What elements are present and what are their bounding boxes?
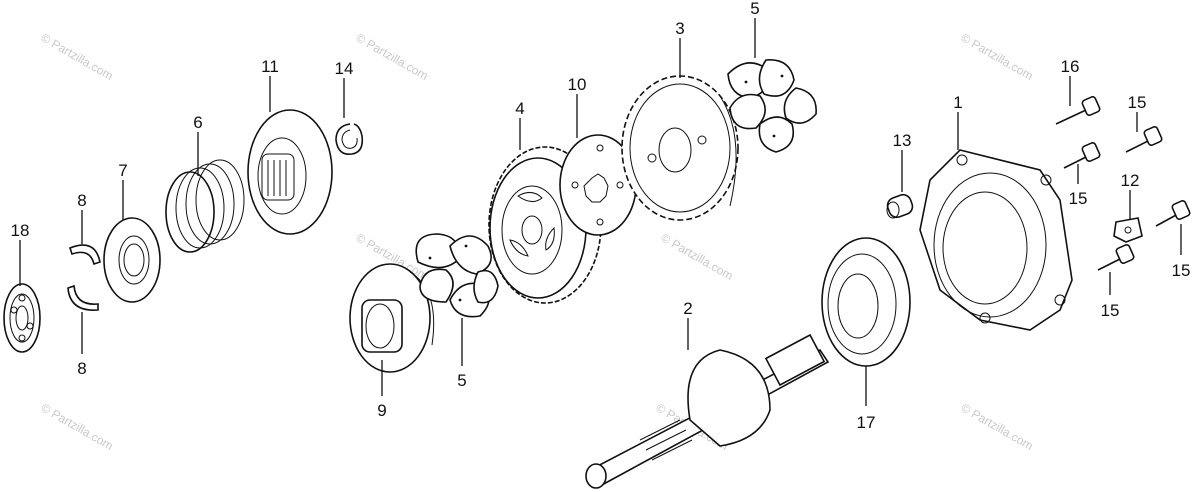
callout-8-lower: 8 xyxy=(77,359,86,378)
leader-lines xyxy=(19,18,1182,406)
callout-5-lower: 5 xyxy=(457,371,466,390)
part-2-shaft[interactable] xyxy=(585,333,830,489)
part-8-half-washer-upper[interactable] xyxy=(69,244,101,266)
part-15-bolt-a[interactable] xyxy=(1125,126,1163,153)
callout-7: 7 xyxy=(118,161,127,180)
part-3-gear[interactable] xyxy=(621,75,739,221)
watermark: © Partzilla.com xyxy=(354,30,431,83)
callout-5-upper: 5 xyxy=(750,0,759,18)
watermark: © Partzilla.com xyxy=(659,230,736,283)
part-7-washer[interactable] xyxy=(103,217,161,303)
part-1-housing[interactable] xyxy=(919,149,1073,331)
watermark: © Partzilla.com xyxy=(959,30,1036,83)
part-5-damper-rubbers-lower[interactable] xyxy=(415,233,499,318)
callout-11: 11 xyxy=(261,57,279,76)
callout-15-c: 15 xyxy=(1172,261,1191,280)
callout-14: 14 xyxy=(335,59,354,78)
callout-18: 18 xyxy=(11,221,30,240)
callout-10: 10 xyxy=(568,75,587,94)
callout-2: 2 xyxy=(683,299,692,318)
part-11-plate[interactable] xyxy=(247,109,333,235)
watermark: © Partzilla.com xyxy=(959,400,1036,453)
part-13-collar[interactable] xyxy=(885,192,914,219)
part-18-bearing[interactable] xyxy=(3,283,41,353)
callout-8-upper: 8 xyxy=(77,191,86,210)
callout-4: 4 xyxy=(515,99,524,118)
part-8-half-washer-lower[interactable] xyxy=(67,284,99,311)
callout-15-a: 15 xyxy=(1128,93,1147,112)
callouts: 1 2 3 4 5 5 6 7 8 8 9 10 11 12 13 14 15 … xyxy=(11,0,1191,432)
part-14-circlip[interactable] xyxy=(335,123,364,156)
callout-3: 3 xyxy=(675,19,684,38)
callout-6: 6 xyxy=(193,113,202,132)
part-16-bolt[interactable] xyxy=(1055,96,1101,125)
callout-16: 16 xyxy=(1061,57,1080,76)
callout-15-d: 15 xyxy=(1101,301,1120,320)
callout-13: 13 xyxy=(893,131,912,150)
callout-9: 9 xyxy=(377,401,386,420)
watermark: © Partzilla.com xyxy=(39,30,116,83)
part-5-damper-rubbers-upper[interactable] xyxy=(727,59,817,153)
part-15-bolt-b[interactable] xyxy=(1063,142,1101,169)
callout-1: 1 xyxy=(953,93,962,112)
part-15-bolt-c[interactable] xyxy=(1155,200,1191,227)
watermark: © Partzilla.com xyxy=(39,400,116,453)
part-15-bolt-d[interactable] xyxy=(1097,244,1135,271)
callout-15-b: 15 xyxy=(1069,189,1088,208)
part-9-damper-hub[interactable] xyxy=(349,263,435,373)
part-6-spring[interactable] xyxy=(165,159,245,253)
callout-12: 12 xyxy=(1121,171,1140,190)
callout-17: 17 xyxy=(857,413,876,432)
part-12-clip[interactable] xyxy=(1113,217,1143,243)
part-17-bearing[interactable] xyxy=(821,237,911,367)
